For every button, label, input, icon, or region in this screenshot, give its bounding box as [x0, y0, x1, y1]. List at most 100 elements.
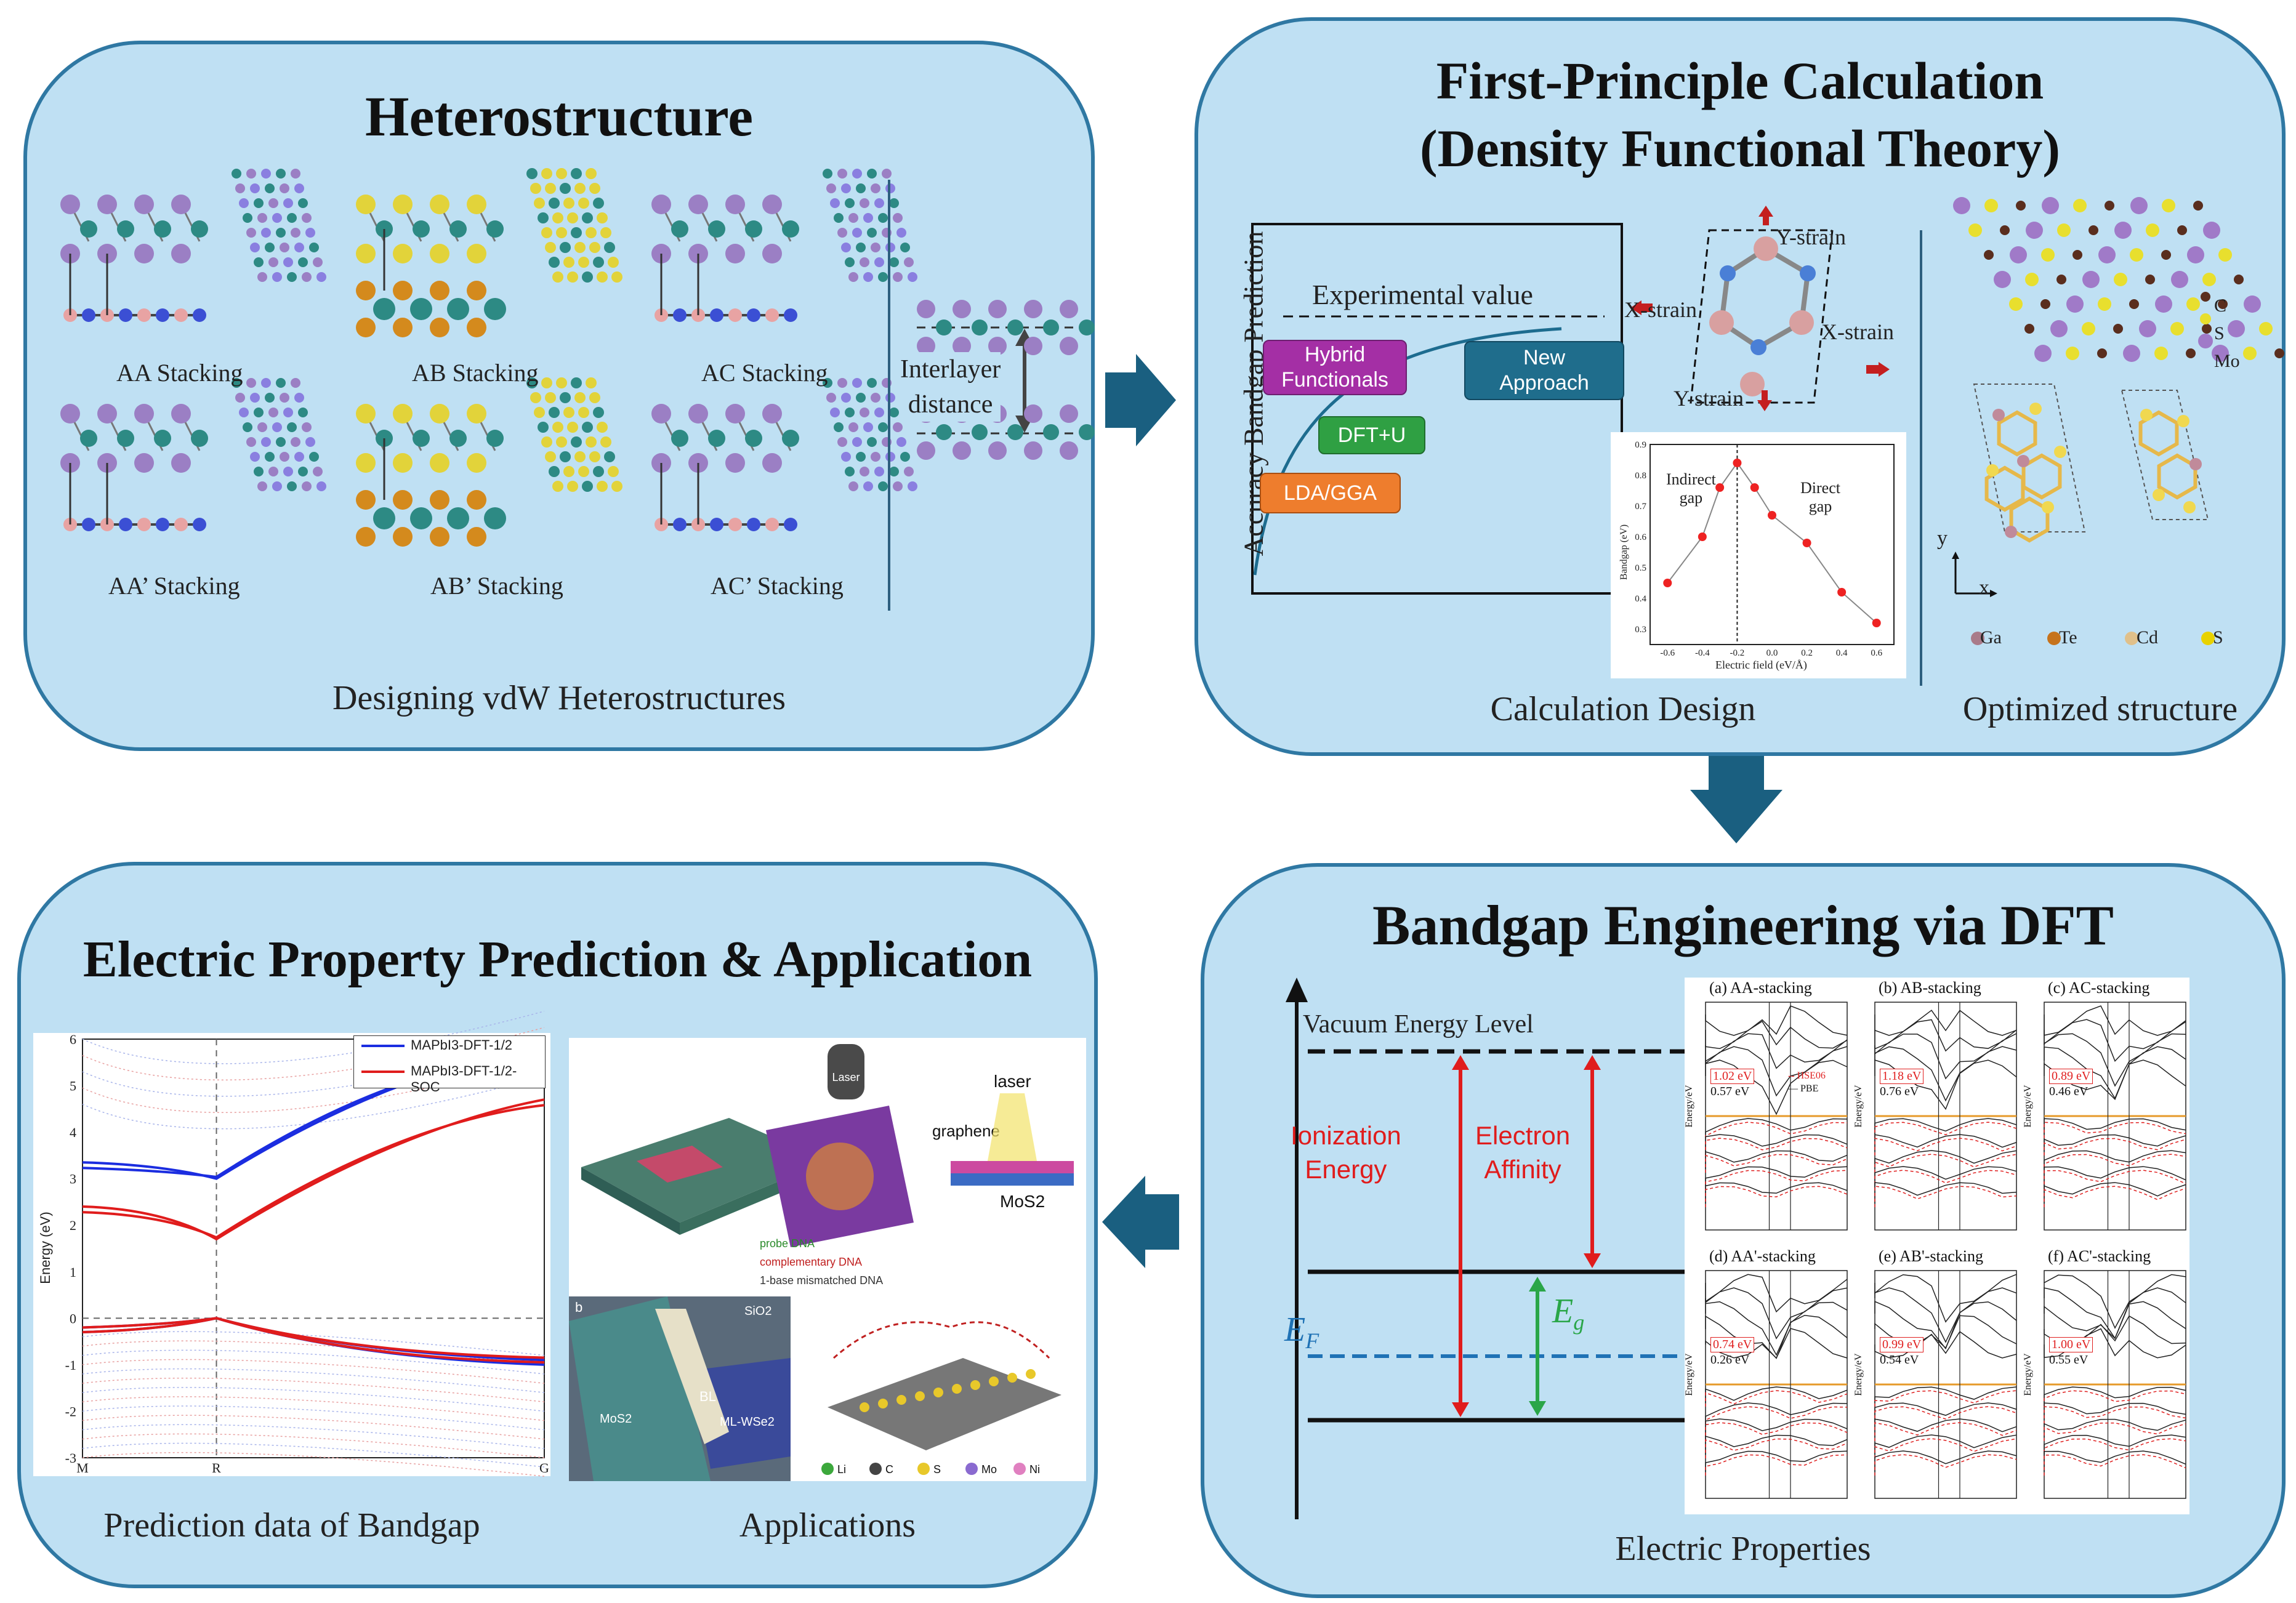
xstrain-left-label: X-strain	[1624, 297, 1697, 322]
optimized-atom	[2259, 322, 2273, 335]
optimized-atom	[2244, 295, 2261, 313]
legend-mo: Mo	[2214, 351, 2240, 371]
mos2-layer	[951, 1161, 1074, 1173]
hse-band	[2044, 1438, 2186, 1458]
hse-band	[1874, 1422, 2017, 1441]
hybrid-line2: Functionals	[1281, 368, 1388, 392]
hex-ring	[2138, 410, 2179, 457]
legend-dot-1	[2047, 632, 2061, 645]
legend-top: C S Mo	[2214, 292, 2240, 375]
stacking-diagrams	[60, 168, 1095, 611]
stacking-label-ab: AB Stacking	[412, 359, 539, 387]
optimized-atom	[1968, 223, 1982, 237]
opt-atom	[2054, 446, 2066, 458]
hybrid-line1: Hybrid	[1304, 343, 1366, 367]
inset-point	[1802, 539, 1811, 547]
strain-diagram	[1630, 206, 1890, 411]
optimized-atom	[2034, 345, 2052, 362]
optimized-atom	[2098, 297, 2111, 311]
pbe-band	[1705, 1021, 1848, 1050]
indirect-gap-label: Indirect gap	[1666, 470, 1716, 507]
stacking-label-ac-prime: AC’ Stacking	[711, 572, 844, 600]
band-ytick: -1	[65, 1357, 76, 1373]
optimized-atom	[2105, 201, 2114, 211]
inset-ytick: 0.6	[1635, 532, 1646, 542]
ef-sub: F	[1305, 1328, 1319, 1354]
element-label-ni: Ni	[1029, 1463, 1040, 1476]
pbe-band	[2044, 1182, 2186, 1203]
opt-atom	[2183, 501, 2196, 513]
optimized-atom	[2129, 299, 2139, 309]
legend-s-dot	[2200, 313, 2211, 324]
opt-atom	[2042, 501, 2054, 513]
faint-band	[82, 1452, 545, 1477]
mini-ylabel: Energy/eV	[1853, 1085, 1864, 1128]
pbe-band	[1874, 1118, 2017, 1135]
pbe-band	[1874, 1033, 2017, 1080]
laser-head-label: Laser	[832, 1071, 860, 1083]
pbe-band	[2044, 1005, 2186, 1036]
hse-band	[2044, 1170, 2186, 1190]
optimized-atom	[2000, 225, 2010, 235]
faint-band	[82, 1075, 545, 1130]
element-label-li: Li	[837, 1463, 846, 1476]
inset-point	[1750, 483, 1759, 492]
calculation-design-caption: Calculation Design	[1490, 690, 1756, 728]
sulfur-atom	[989, 1376, 999, 1386]
optimized-atom	[2123, 345, 2140, 362]
gap-pbe: 0.55 eV	[2049, 1353, 2089, 1367]
inset-point	[1715, 483, 1725, 492]
band-ytick: 3	[70, 1171, 76, 1187]
gap-pbe: 0.76 eV	[1880, 1085, 1919, 1098]
hse-label: -- HSE06	[1788, 1071, 1826, 1081]
ystrain-top-label: Y-strain	[1776, 225, 1846, 249]
mos2-label: MoS2	[1000, 1192, 1045, 1211]
optimized-atom	[2162, 199, 2175, 212]
legend-dft-soc: MAPbI3-DFT-1/2-SOC	[411, 1063, 517, 1095]
legend-dot-3	[2201, 632, 2215, 645]
legend-mo-dot	[2198, 334, 2213, 348]
optimized-atom	[2145, 275, 2155, 284]
hse-band	[1705, 1454, 1848, 1476]
first-principle-title: First-Principle Calculation (Density Fun…	[1198, 47, 2282, 182]
interlayer-label: Interlayer distance	[900, 352, 1001, 422]
laser-spot	[806, 1143, 874, 1210]
pbe-band	[1705, 1402, 1848, 1420]
electric-title: Electric Property Prediction & Applicati…	[83, 931, 1033, 988]
pbe-band	[1874, 1046, 2017, 1102]
inset-ytick: 0.4	[1635, 594, 1646, 604]
optimized-atom	[2218, 299, 2228, 309]
sulfur-atom	[1026, 1369, 1036, 1379]
graphene-label: graphene	[932, 1122, 1000, 1140]
pbe-band	[1705, 1005, 1848, 1036]
pbe-band	[2044, 1287, 2186, 1340]
hse-band	[1874, 1170, 2017, 1190]
band-ytick: 0	[70, 1311, 76, 1326]
electron-line2: Affinity	[1484, 1154, 1561, 1184]
axis-y-label: y	[1937, 527, 1948, 550]
electron-line1: Electron	[1475, 1121, 1571, 1150]
faint-band	[82, 1340, 545, 1365]
optimized-atom	[2114, 222, 2132, 239]
direct-line1: Direct	[1800, 479, 1840, 497]
pbe-band	[1874, 1182, 2017, 1203]
legend-s2: S	[2213, 627, 2223, 648]
hse-band	[1705, 1406, 1848, 1424]
optimized-atom	[2066, 347, 2079, 360]
opt-atom	[2005, 526, 2017, 538]
arrow-right-icon	[1105, 354, 1176, 446]
battery-sheet	[828, 1358, 1061, 1450]
hse-band	[1874, 1454, 2017, 1476]
cell-left	[1973, 384, 2086, 532]
direct-line2: gap	[1808, 497, 1832, 515]
opt-atom	[1992, 409, 2005, 421]
pbe-band	[1705, 1046, 1848, 1097]
hse-band	[2044, 1154, 2186, 1173]
pbe-band	[1705, 1118, 1848, 1135]
band-ytick: -3	[65, 1450, 76, 1466]
panel-b-label: b	[575, 1300, 582, 1315]
optimized-structure	[1952, 197, 2284, 645]
